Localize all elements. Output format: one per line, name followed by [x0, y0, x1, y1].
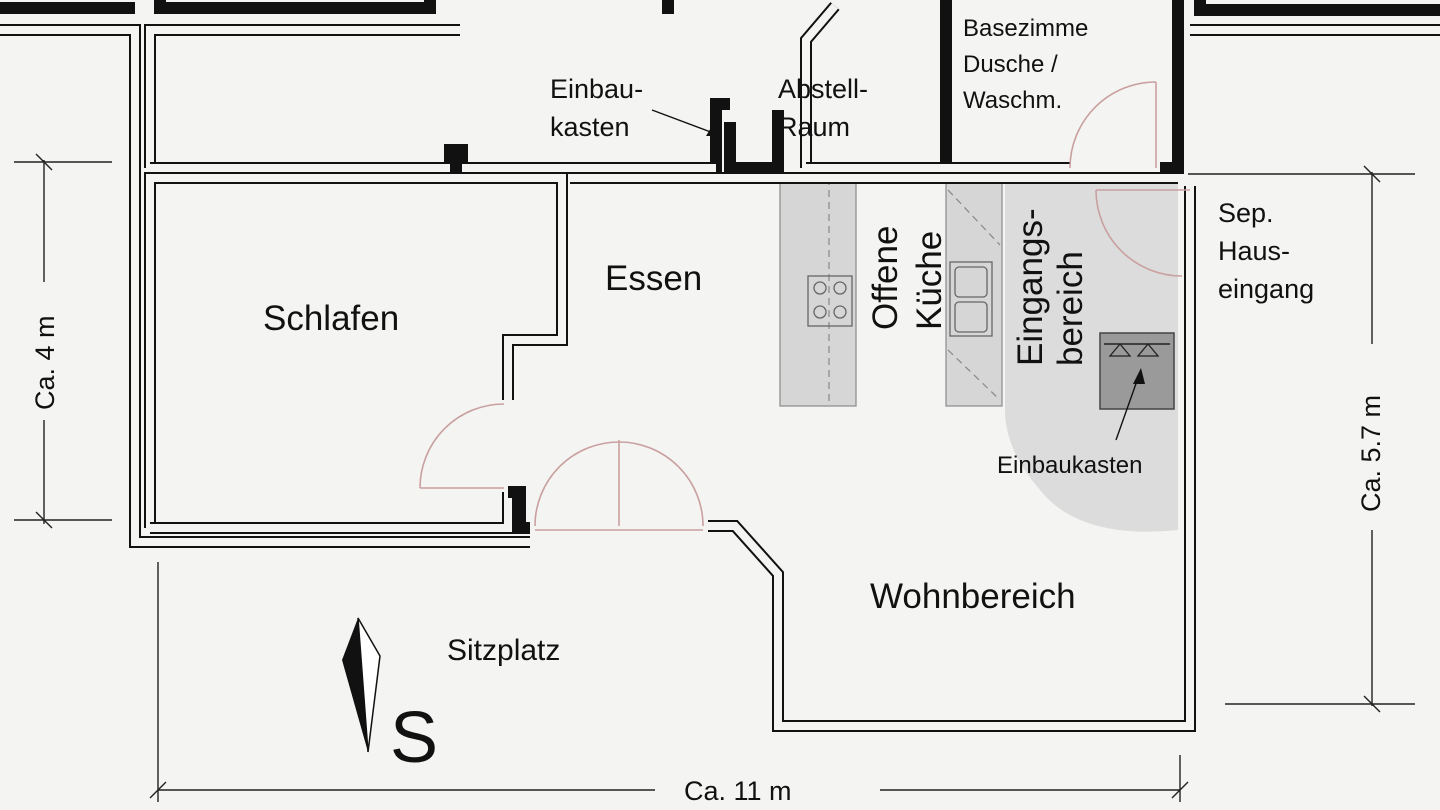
- room-abstell-line2: Raum: [778, 112, 850, 142]
- dim-width-bottom: Ca. 11 m: [684, 776, 792, 806]
- cooktop-icon: [807, 275, 853, 327]
- label-einbaukasten: Einbaukasten: [997, 452, 1142, 479]
- compass-icon: S: [342, 617, 438, 778]
- kitchen-counters: [779, 175, 1003, 407]
- room-wohnbereich: Wohnbereich: [870, 577, 1076, 616]
- walls: [0, 0, 1440, 732]
- room-schlafen: Schlafen: [263, 299, 399, 338]
- label-sep-line2: Haus-: [1218, 236, 1290, 266]
- entrance-zone: [1005, 178, 1178, 532]
- room-kueche-line1: Offene: [866, 226, 905, 330]
- label-sep-line3: eingang: [1218, 274, 1314, 304]
- compass-letter: S: [390, 698, 438, 778]
- dim-height-left: Ca. 4 m: [30, 315, 60, 410]
- room-essen: Essen: [605, 259, 702, 298]
- room-abstell-line1: Abstell-: [778, 74, 868, 104]
- sink-icon: [949, 261, 993, 337]
- door-arcs: [419, 81, 1190, 531]
- room-kueche-line2: Küche: [910, 231, 949, 330]
- dim-height-right: Ca. 5.7 m: [1356, 395, 1386, 512]
- room-bad-line2: Dusche /: [963, 51, 1058, 78]
- room-eingang-line1: Eingangs-: [1011, 208, 1050, 366]
- label-einbau-line2: kasten: [550, 112, 630, 142]
- dimension-lines: [14, 153, 1415, 802]
- leader-arrows: [651, 109, 1145, 441]
- label-einbau-line1: Einbau-: [550, 74, 643, 104]
- room-bad-line3: Waschm.: [963, 87, 1062, 114]
- label-sep-line1: Sep.: [1218, 198, 1274, 228]
- room-eingang-line2: bereich: [1051, 251, 1090, 366]
- room-bad-line1: Basezimme: [963, 15, 1088, 42]
- wardrobe-icon: [1099, 332, 1175, 410]
- room-sitzplatz: Sitzplatz: [447, 634, 560, 667]
